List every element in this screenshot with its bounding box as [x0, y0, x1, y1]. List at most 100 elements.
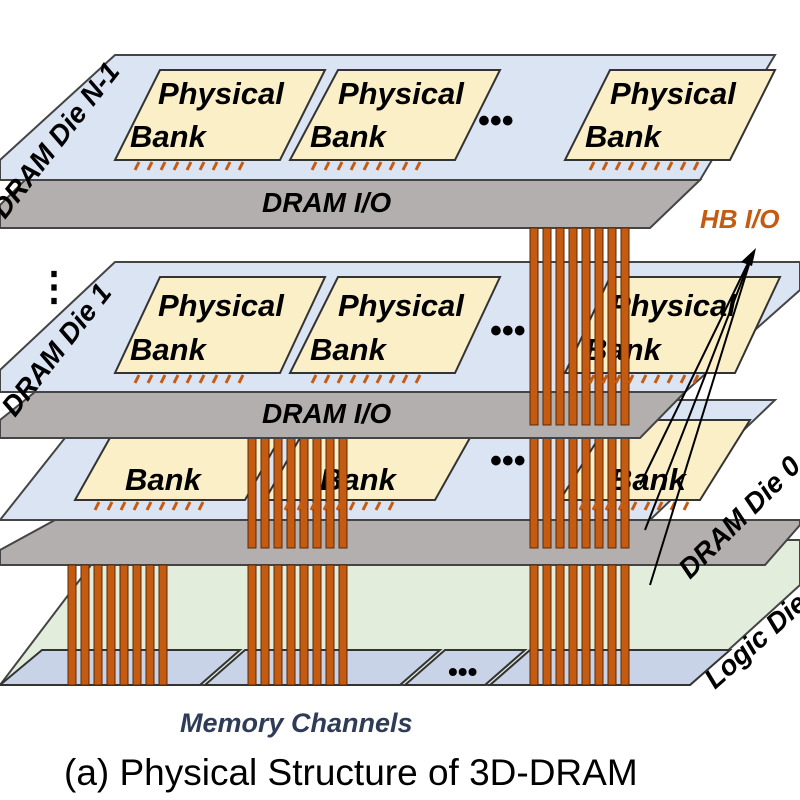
- bank: [288, 276, 502, 374]
- bank-connector-tick: [224, 161, 232, 171]
- tsv-pillar: [607, 564, 617, 686]
- bank-label: Bank: [585, 119, 663, 154]
- bank-connector-tick: [93, 501, 101, 511]
- tsv-pillar: [119, 564, 129, 686]
- bank-connector-tick: [578, 501, 586, 511]
- tsv-pillar: [581, 564, 591, 686]
- bank: [563, 276, 782, 374]
- bank-connector-tick: [198, 374, 206, 384]
- tsv-group: [529, 227, 630, 426]
- bank-connector-tick: [198, 161, 206, 171]
- bank-connector-tick: [322, 501, 330, 511]
- tsv-pillar: [299, 437, 309, 549]
- channel-ellipsis: •••: [448, 656, 477, 687]
- bank: [113, 69, 327, 161]
- tsv-pillar: [273, 564, 283, 686]
- bank-connector-tick: [211, 374, 219, 384]
- memory-channels-label: Memory Channels: [180, 708, 413, 738]
- bank-connector-tick: [158, 501, 166, 511]
- bank-connector-tick: [336, 374, 344, 384]
- bank-connector-tick: [310, 161, 318, 171]
- bank-label: Bank: [130, 332, 208, 367]
- figure-caption: (a) Physical Structure of 3D-DRAM: [64, 752, 638, 793]
- bank-connector-tick: [374, 501, 382, 511]
- bank-connector-tick: [146, 374, 154, 384]
- bank-connector-tick: [614, 161, 622, 171]
- dram-io-top: [0, 179, 703, 229]
- bank-connector-tick: [185, 374, 193, 384]
- tsv-pillar: [581, 437, 591, 549]
- bank-connector-tick: [106, 501, 114, 511]
- bank-ellipsis: •••: [490, 442, 526, 480]
- bank-connector-tick: [692, 161, 700, 171]
- bank-connector-tick: [387, 501, 395, 511]
- tsv-pillar: [555, 437, 565, 549]
- bank-label: Physical: [610, 288, 737, 323]
- bank-connector-tick: [172, 161, 180, 171]
- tsv-pillar: [80, 564, 90, 686]
- tsv-pillar: [555, 227, 565, 426]
- tsv-pillar: [620, 564, 630, 686]
- tsv-pillar: [529, 437, 539, 549]
- bank-connector-tick: [375, 161, 383, 171]
- bank-connector-tick: [388, 161, 396, 171]
- bank-connector-tick: [184, 501, 192, 511]
- tsv-pillar: [338, 437, 348, 549]
- hb-arrowhead: [741, 248, 756, 266]
- bank-connector-tick: [414, 161, 422, 171]
- tsv-pillar: [247, 437, 257, 549]
- bank-connector-tick: [643, 501, 651, 511]
- hb-io-arrows: HB I/O: [639, 204, 779, 586]
- bank-label: Bank: [130, 119, 208, 154]
- bank-connector-tick: [614, 374, 622, 384]
- tsv-pillar: [529, 227, 539, 426]
- tsv-pillar: [286, 564, 296, 686]
- bank-connector-tick: [237, 374, 245, 384]
- bank-connector-tick: [336, 161, 344, 171]
- tsv-pillar: [273, 437, 283, 549]
- bank-connector-tick: [682, 501, 690, 511]
- hb-io-label: HB I/O: [700, 204, 779, 234]
- bank-connector-tick: [375, 374, 383, 384]
- bank-connector-tick: [656, 501, 664, 511]
- tsv-pillar: [260, 437, 270, 549]
- bank-connector-tick: [172, 374, 180, 384]
- tsv-pillar: [542, 564, 552, 686]
- bank-connector-tick: [349, 161, 357, 171]
- tsv-pillar: [555, 564, 565, 686]
- tsv-pillar: [529, 564, 539, 686]
- bank-connector-tick: [348, 501, 356, 511]
- bank-connector-tick: [335, 501, 343, 511]
- bank-connector-tick: [401, 374, 409, 384]
- tsv-pillar: [568, 564, 578, 686]
- bank-ellipsis: •••: [490, 312, 526, 350]
- bank-connector-tick: [197, 501, 205, 511]
- bank-connector-tick: [132, 501, 140, 511]
- bank-label: Physical: [338, 288, 465, 323]
- tsv-pillar: [338, 564, 348, 686]
- bank-connector-tick: [627, 374, 635, 384]
- tsv-pillar: [607, 227, 617, 426]
- tsv-pillar: [568, 437, 578, 549]
- bank-connector-tick: [349, 374, 357, 384]
- bank-connector-tick: [617, 501, 625, 511]
- tsv-pillar: [594, 437, 604, 549]
- tsv-pillar: [145, 564, 155, 686]
- bank-connector-tick: [679, 374, 687, 384]
- bank-connector-tick: [692, 374, 700, 384]
- tsv-pillar: [312, 564, 322, 686]
- hb-arrow: [639, 254, 753, 486]
- bank-connector-tick: [666, 161, 674, 171]
- bank: [563, 69, 777, 161]
- bank-connector-tick: [133, 374, 141, 384]
- bank-connector-tick: [211, 161, 219, 171]
- tsv-pillar: [286, 437, 296, 549]
- bank-connector-tick: [401, 161, 409, 171]
- bank-connector-tick: [666, 374, 674, 384]
- bank-label: Bank: [310, 332, 388, 367]
- bank-connector-tick: [627, 161, 635, 171]
- tsv-pillar: [594, 227, 604, 426]
- bank-connector-tick: [145, 501, 153, 511]
- bank-connector-tick: [283, 501, 291, 511]
